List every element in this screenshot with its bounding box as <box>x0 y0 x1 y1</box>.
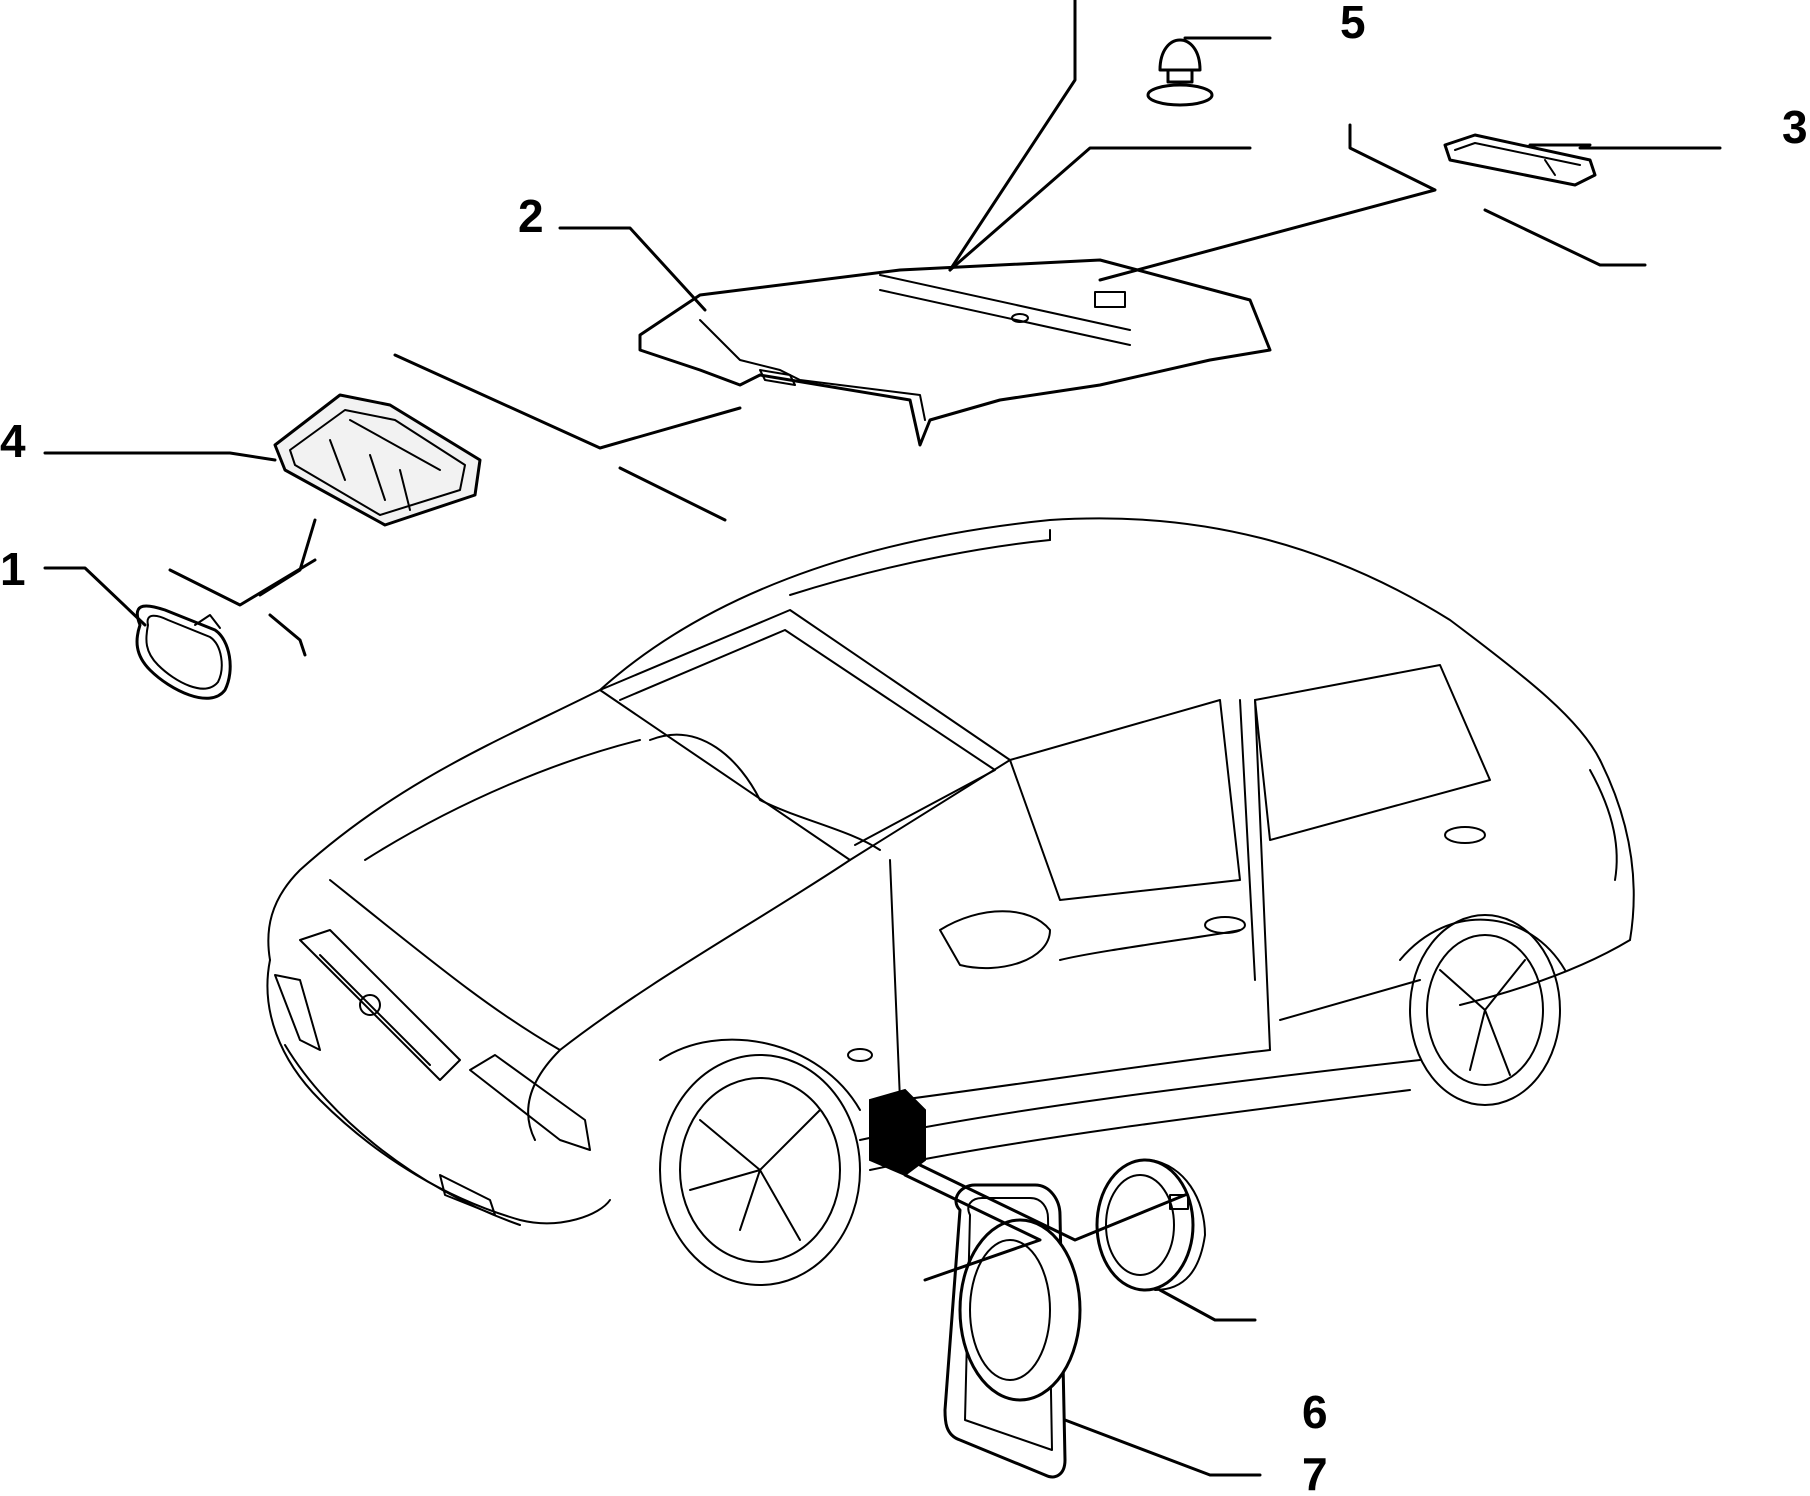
callout-2: 2 <box>518 190 544 242</box>
cover-strip-part <box>1443 133 1597 187</box>
lens-part <box>135 604 232 700</box>
clip-part <box>1146 38 1214 107</box>
callout-5: 5 <box>1340 0 1366 48</box>
callout-3: 3 <box>1782 101 1808 153</box>
callout-4: 4 <box>0 415 26 467</box>
bushing-part <box>1095 1158 1206 1292</box>
headliner-part <box>638 258 1272 447</box>
car-body <box>266 517 1635 1286</box>
lamp-housing-part <box>273 393 482 527</box>
grommet-part <box>943 1183 1082 1479</box>
callout-7: 7 <box>1302 1448 1328 1496</box>
leader-lines <box>43 0 1722 1477</box>
callout-6: 6 <box>1302 1386 1328 1438</box>
callout-1: 1 <box>0 543 26 595</box>
